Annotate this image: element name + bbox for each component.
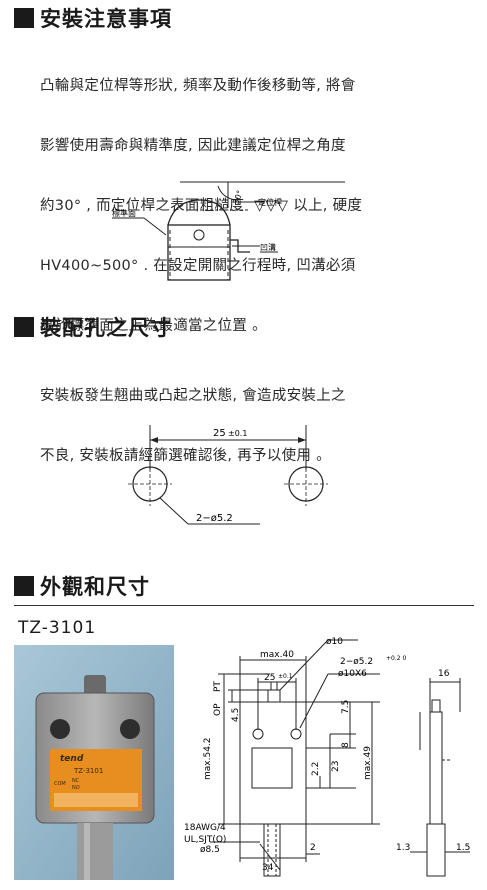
dim-slot: ø10X6 [338,669,367,679]
text-line: 安裝板發生翹曲或凸起之狀態, 會造成安裝上之 [40,388,346,404]
dim-d2: 2 [310,843,316,853]
holes-label: 2−ø5.2 [196,513,233,524]
dim-max40: max.40 [260,650,294,660]
dim-d25-tol: ±0.1 [278,673,293,680]
dimension-drawing: ø10 max.40 2−ø5.2 +0.2 0 ø10X6 25 ±0.1 P… [184,637,470,877]
photo-brand: tend [60,754,84,764]
mounting-text: 安裝板發生翹曲或凸起之狀態, 會造成安裝上之 不良, 安裝板請經篩選確認後, 再… [40,346,346,486]
product-photo: tend TZ-3101 COM NC NO [14,645,174,880]
section-installation-header: 安裝注意事項 [14,4,172,32]
dim-d7_5: 7.5 [341,700,351,714]
section-marker [14,317,34,337]
dim-max54_2: max.54.2 [203,737,213,780]
divider [14,605,474,606]
text-line: 高於標準面之上為最適當之位置 。 [40,318,267,334]
angle-label: 30° [231,189,244,205]
dim-d8: 8 [341,742,351,748]
photo-com: COM [54,781,66,787]
dim-d2_2: 2.2 [311,762,321,776]
section-title: 安裝注意事項 [40,7,172,31]
dim-d10: ø10 [326,637,343,647]
text-line: 影響使用壽命與精準度, 因此建議定位桿之角度 [40,138,346,154]
dim-d1_3: 1.3 [396,843,410,853]
section-marker [14,576,34,596]
mounting-hole-diagram: 25 ±0.1 2−ø5.2 [128,425,328,525]
photo-no: NO [72,785,80,791]
section-dimensions-header: 外觀和尺寸 [14,572,150,600]
section-marker [14,8,34,28]
photo-nc: NC [72,778,80,784]
dim-d1_5: 1.5 [456,843,470,853]
photo-model: TZ-3101 [73,767,103,775]
dim-holes-tol: +0.2 0 [386,655,406,662]
section-title: 外觀和尺寸 [40,575,150,599]
dim-op: OP [213,703,223,716]
dim-d8_5: ø8.5 [200,845,220,855]
cable-spec-1: 18AWG/4 [184,823,226,833]
text-line: HV400~500° . 在設定開關之行程時, 凹溝必須 [40,258,356,274]
cable-spec-2: UL,SJT(O) [184,835,226,845]
aogou-label: 凹溝 [260,242,276,252]
dingweigan-label: 定位桿 [258,197,282,207]
biaozhunmian-label: 標準面 [112,208,136,218]
dim-holes: 2−ø5.2 [340,657,373,667]
dim-max49: max.49 [363,746,373,780]
section-mounting-header: 裝配孔之尺寸 [14,313,172,341]
installation-diagram: 30° 定位桿 凹溝 標準面 [112,181,345,281]
text-line: 不良, 安裝板請經篩選確認後, 再予以使用 。 [40,448,331,464]
section-title: 裝配孔之尺寸 [40,316,172,340]
dim-pt: PT [213,681,223,692]
dim-d25: 25 [264,673,275,683]
dim-d16: 16 [438,669,450,679]
dim-d23: 23 [331,761,341,772]
product-illustration: tend TZ-3101 COM NC NO [14,645,174,880]
dim-d4_5: 4.5 [231,708,241,722]
tolerance-label: ±0.1 [228,429,247,438]
model-number: TZ-3101 [18,618,97,638]
text-line: 凸輪與定位桿等形狀, 頻率及動作後移動等, 將會 [40,78,356,94]
spacing-label: 25 [213,428,226,439]
dim-d34: 34 [262,863,274,873]
